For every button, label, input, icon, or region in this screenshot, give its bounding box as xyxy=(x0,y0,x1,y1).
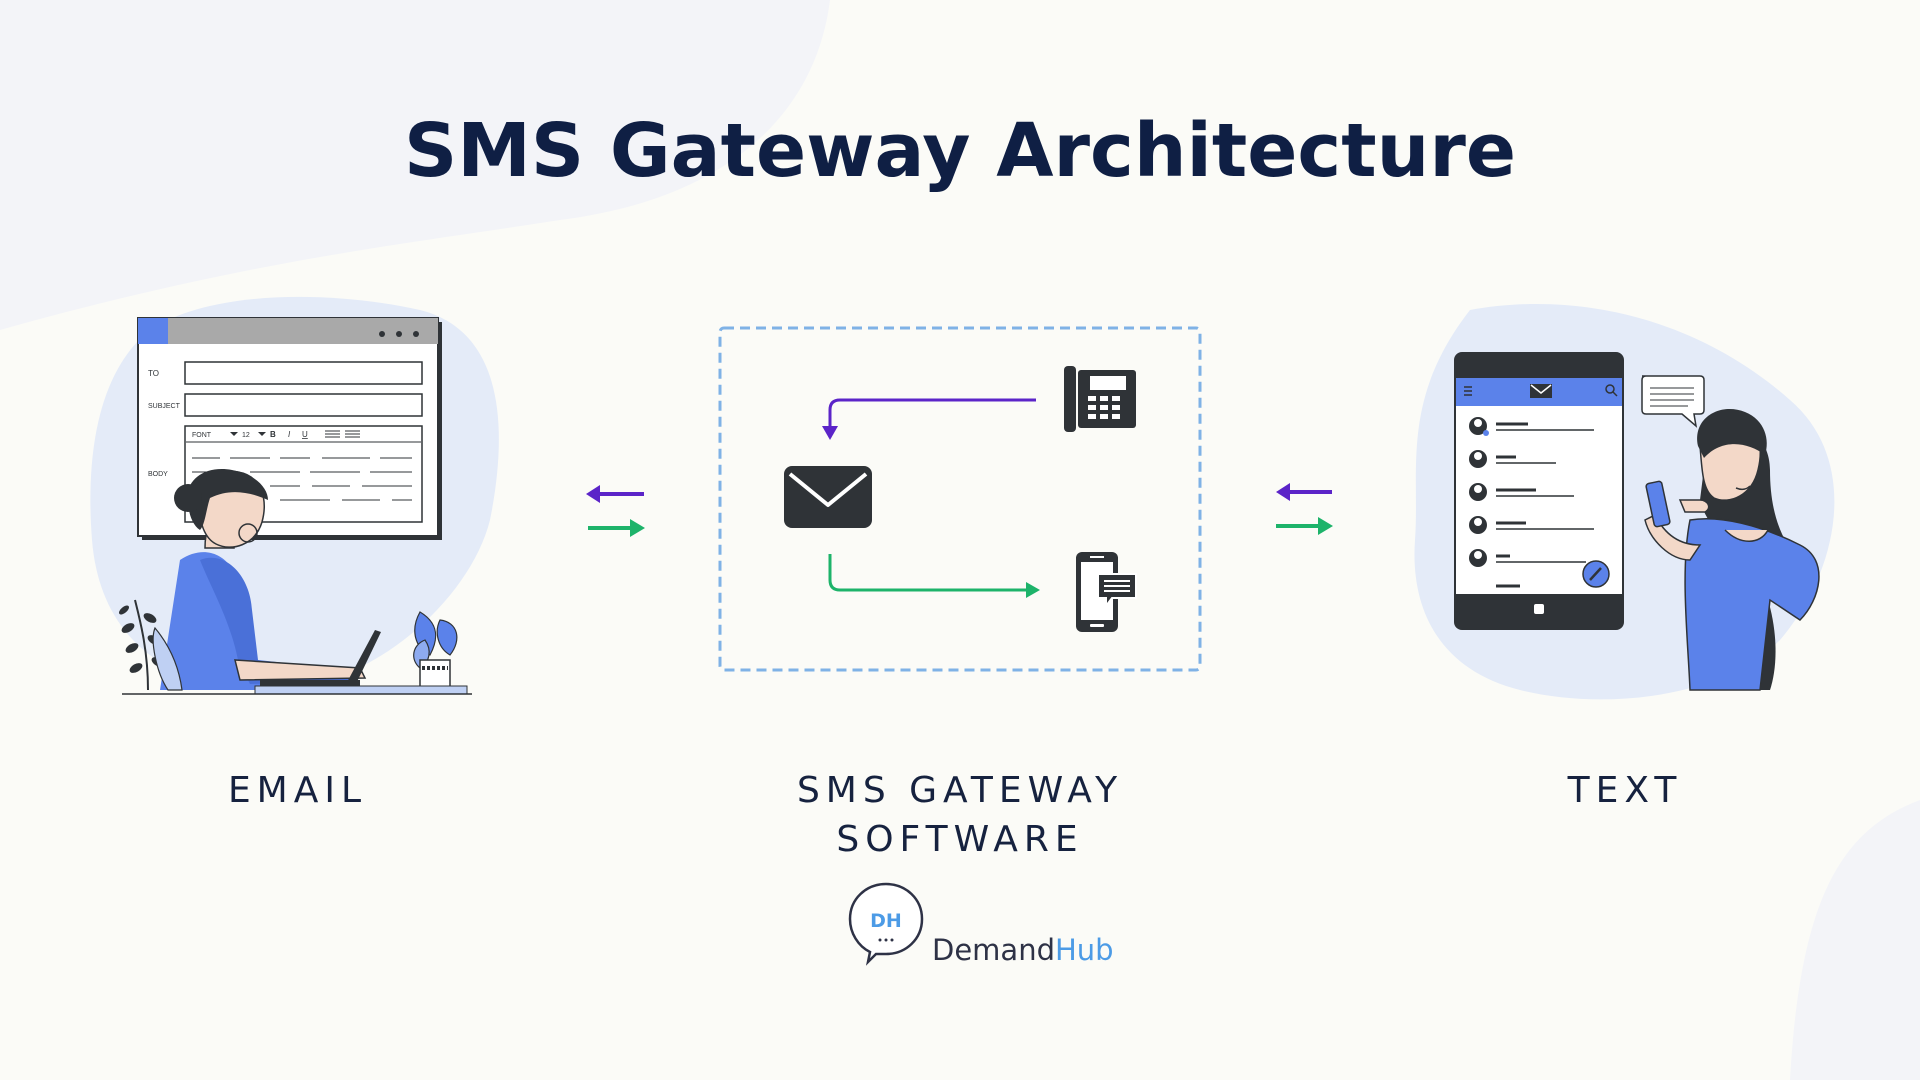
laptop-icon xyxy=(260,630,381,686)
gateway-dashed-border xyxy=(718,326,1202,672)
left-incoming-arrow-head xyxy=(586,485,600,503)
italic-toolbar-label: I xyxy=(288,430,291,439)
handheld-phone-icon xyxy=(1645,480,1671,528)
mobile-chat-icon xyxy=(1076,552,1137,632)
woman-with-phone xyxy=(1644,409,1820,691)
page-title: SMS Gateway Architecture xyxy=(403,108,1517,194)
desk-phone-icon xyxy=(1064,366,1136,432)
smartphone-inbox-icon xyxy=(1454,352,1624,630)
gateway-label-line2: SOFTWARE xyxy=(836,819,1084,860)
text-column-label: TEXT xyxy=(1480,766,1770,815)
phone-to-envelope-arrow xyxy=(828,398,1036,428)
wordmark-hub: Hub xyxy=(1054,933,1114,967)
to-field-label: TO xyxy=(148,369,159,378)
envelope-to-mobile-arrow-head xyxy=(1026,582,1040,598)
demandhub-logo: DemandHub xyxy=(924,924,1164,976)
gateway-box xyxy=(718,326,1202,672)
email-illustration: TO SUBJECT BODY FONT 12 B I U xyxy=(90,296,499,695)
demandhub-logo-mark: DH xyxy=(848,882,924,966)
phone-to-envelope-arrow-head xyxy=(822,426,838,440)
background-blob-bottom-right xyxy=(1790,800,1920,1080)
right-exchange-arrows xyxy=(1276,483,1333,535)
font-toolbar-label: FONT xyxy=(192,432,212,439)
left-exchange-arrows xyxy=(586,485,645,537)
left-outgoing-arrow-head xyxy=(630,519,645,537)
text-illustration xyxy=(1414,304,1835,700)
email-column-label: EMAIL xyxy=(150,766,445,815)
logo-mark-text: DH xyxy=(870,910,902,932)
email-label-text: EMAIL xyxy=(227,770,368,811)
text-label-text: TEXT xyxy=(1567,770,1683,811)
right-incoming-arrow-head xyxy=(1276,483,1290,501)
bold-toolbar-label: B xyxy=(270,430,276,439)
inbox-rows xyxy=(1469,417,1594,588)
subject-field-label: SUBJECT xyxy=(148,403,181,410)
woman-at-laptop xyxy=(152,469,367,691)
envelope-icon xyxy=(784,466,872,528)
underline-toolbar-label: U xyxy=(302,430,308,439)
gateway-label-line1: SMS GATEWAY xyxy=(796,770,1124,811)
envelope-to-mobile-arrow xyxy=(828,554,1030,592)
background-blob-top xyxy=(0,0,830,330)
body-field-label: BODY xyxy=(148,471,168,478)
wordmark-demand: Demand xyxy=(932,933,1055,967)
gateway-column-label: SMS GATEWAY SOFTWARE xyxy=(700,766,1220,864)
plant-pot-right xyxy=(413,611,458,689)
right-outgoing-arrow-head xyxy=(1318,517,1333,535)
demandhub-wordmark: DemandHub xyxy=(932,933,1114,967)
speech-bubble-icon xyxy=(1641,375,1705,428)
desk-surface xyxy=(254,685,468,695)
font-size-label: 12 xyxy=(242,432,250,439)
